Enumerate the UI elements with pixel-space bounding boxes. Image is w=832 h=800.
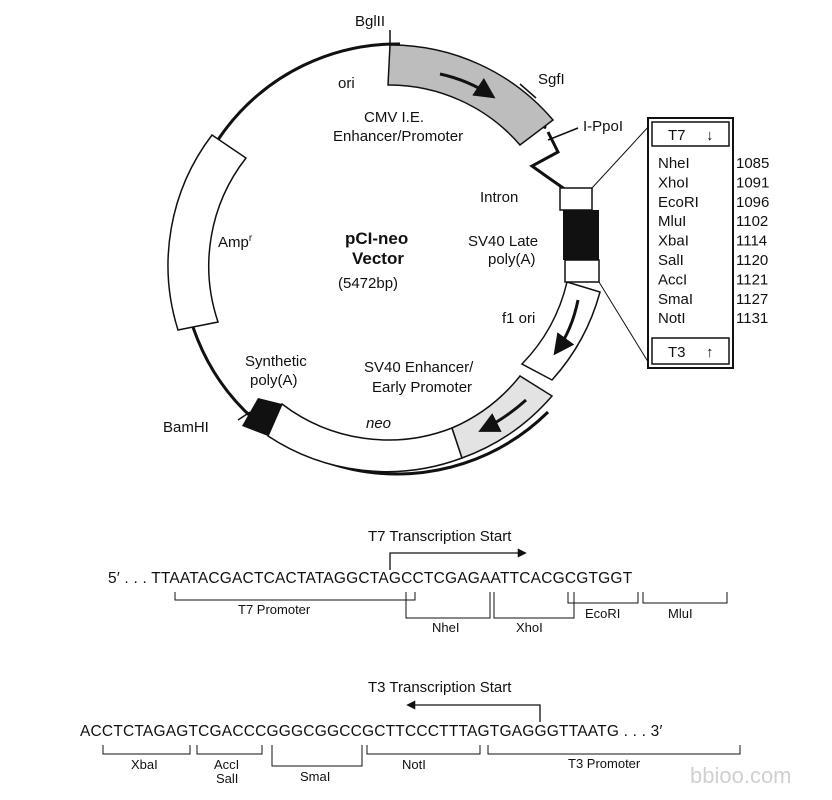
t3-site-smai: SmaI: [300, 769, 330, 784]
mcs-site-name: SmaI: [658, 291, 693, 308]
mcs-site-name: AccI: [658, 271, 687, 288]
site-label-ippoi: I-PpoI: [583, 118, 623, 135]
mcs-site-name: SalI: [658, 252, 684, 269]
xbai-bracket: [102, 745, 191, 755]
t3-sequence: ACCTCTAGAGTCGACCCGGGCGGCCGCTTCCCTTTAGTGA…: [80, 723, 663, 740]
amp-block: [167, 133, 248, 331]
t7-sequence: 5′ . . . TTAATACGACTCACTATAGGCTAGCCTCGAG…: [108, 570, 633, 587]
feature-label-amp: Ampr: [218, 233, 253, 251]
t7-site-mlui: MluI: [668, 606, 693, 621]
feature-label-cmv-1: CMV I.E.: [364, 109, 424, 126]
vector-size: (5472bp): [338, 275, 398, 292]
mcs-site-position: 1091: [736, 174, 769, 191]
mcs-t7-header: [651, 121, 730, 147]
t3-site-sali: SalI: [216, 771, 238, 786]
t3-site-noti: NotI: [402, 757, 426, 772]
feature-label-sv40-late-2: poly(A): [488, 251, 536, 268]
feature-label-sv40-late-1: SV40 Late: [468, 233, 538, 250]
mcs-site-position: 1120: [736, 252, 768, 269]
t3-promoter-bracket: [487, 745, 741, 755]
intron-zigzag: [529, 131, 567, 192]
vector-title-1: pCI-neo: [345, 229, 408, 248]
mcs-site-position: 1127: [736, 291, 768, 308]
mcs-site-position: 1085: [736, 155, 769, 172]
xhoi-bracket: [493, 592, 575, 619]
feature-label-neo: neo: [366, 415, 391, 432]
mcs-t3-footer: [651, 337, 730, 365]
feature-label-f1-ori: f1 ori: [502, 310, 535, 327]
t7-start-arrow: [389, 548, 527, 570]
t7-site-xhoi: XhoI: [516, 620, 543, 635]
t3-start-arrow: [406, 700, 541, 722]
t3-heading: T3 Transcription Start: [368, 679, 512, 696]
t7-promoter-label: T7 Promoter: [238, 602, 311, 617]
sv40-enhancer-arrow: [478, 398, 528, 432]
t7-site-nhei: NheI: [432, 620, 459, 635]
ippoi-tick: [547, 127, 579, 141]
feature-label-sv40-enh-2: Early Promoter: [372, 379, 472, 396]
bamhi-tick: [237, 411, 251, 421]
acci-bracket: [196, 745, 263, 755]
plasmid-map: BglII SgfI I-PpoI BamHI ori CMV I.E. Enh…: [163, 13, 651, 476]
mcs-site-name: XhoI: [658, 174, 689, 191]
t3-site-acci: AccI: [214, 757, 239, 772]
t7-promoter-bracket: [174, 592, 416, 601]
mcs-t7-label: T7: [668, 127, 686, 144]
mcs-site-name: XbaI: [658, 233, 689, 250]
feature-label-ori: ori: [338, 75, 355, 92]
mcs-t3-arrow: ↑: [706, 344, 714, 361]
t3-sequence-panel: T3 Transcription Start ACCTCTAGAGTCGACCC…: [80, 679, 741, 786]
zoom-line-bottom: [598, 281, 651, 366]
mcs-small-box: [559, 187, 593, 211]
nhei-bracket: [405, 592, 491, 619]
smai-bracket: [271, 745, 363, 767]
neo-block: [267, 402, 463, 473]
site-label-sgfi: SgfI: [538, 71, 565, 88]
mcs-t7-arrow: ↓: [706, 127, 714, 144]
f1-ori-block: [520, 281, 601, 381]
site-label-bglii: BglII: [355, 13, 385, 30]
mcs-site-name: MluI: [658, 213, 686, 230]
mcs-site-position: 1114: [736, 233, 767, 250]
feature-label-intron: Intron: [480, 189, 518, 206]
backbone-circle: [180, 42, 550, 476]
t3-promoter-label: T3 Promoter: [568, 756, 641, 771]
cmv-promoter-block: [387, 44, 555, 147]
feature-label-synthetic-2: poly(A): [250, 372, 298, 389]
feature-label-synthetic-1: Synthetic: [245, 353, 307, 370]
sv40-late-lower: [564, 259, 600, 283]
mcs-site-name: EcoRI: [658, 194, 699, 211]
t7-site-ecori: EcoRI: [585, 606, 620, 621]
mlui-bracket: [642, 592, 728, 604]
t7-heading: T7 Transcription Start: [368, 528, 512, 545]
mcs-site-position: 1096: [736, 194, 769, 211]
t7-sequence-panel: T7 Transcription Start 5′ . . . TTAATACG…: [108, 528, 728, 635]
t3-site-xbai: XbaI: [131, 757, 158, 772]
feature-label-cmv-2: Enhancer/Promoter: [333, 128, 463, 145]
mcs-site-position: 1131: [736, 310, 768, 327]
sv40-late-polya-block: [563, 210, 599, 260]
mcs-site-name: NheI: [658, 155, 690, 172]
mcs-site-name: NotI: [658, 310, 686, 327]
noti-bracket: [366, 745, 481, 755]
watermark: bbioo.com: [690, 763, 792, 788]
site-label-bamhi: BamHI: [163, 419, 209, 436]
mcs-t3-label: T3: [668, 344, 686, 361]
ecori-bracket: [567, 592, 639, 604]
zoom-line-top: [591, 124, 651, 189]
sgfi-tick: [519, 83, 537, 99]
mcs-site-position: 1102: [736, 213, 768, 230]
cmv-arrow: [439, 72, 496, 99]
mcs-site-position: 1121: [736, 271, 768, 288]
vector-title-2: Vector: [352, 249, 404, 268]
feature-label-sv40-enh-1: SV40 Enhancer/: [364, 359, 474, 376]
f1-ori-arrow: [553, 299, 580, 356]
